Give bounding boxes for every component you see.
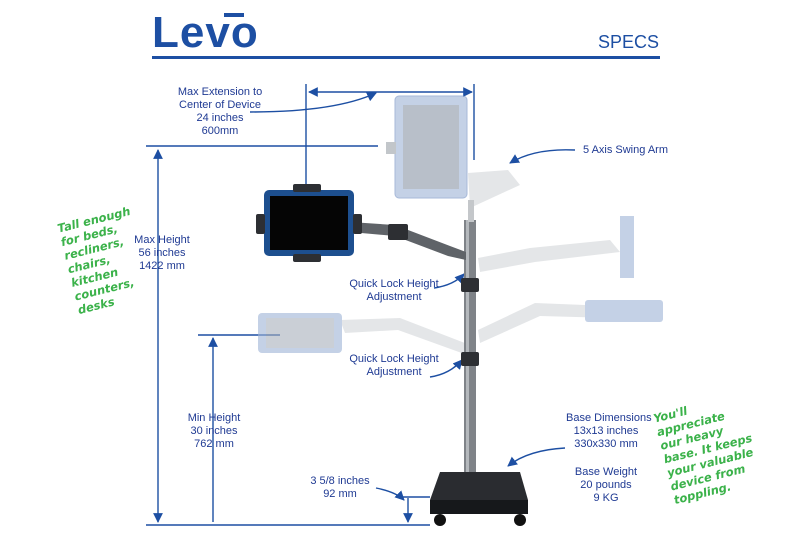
tablet-device	[256, 184, 362, 262]
max-extension-line-1: Max Extension to	[177, 86, 263, 98]
specs-heading: SPECS	[598, 32, 660, 52]
min-height-label: Min Height 30 inches 762 mm	[180, 412, 248, 451]
quick-lock-upper-line-1: Quick Lock Height	[349, 278, 439, 290]
header-rule	[152, 56, 660, 59]
base-dimensions-line-3: 330x330 mm	[574, 438, 638, 450]
swing-arm-label: 5 Axis Swing Arm	[583, 144, 668, 156]
base-clearance-line-2: 92 mm	[323, 488, 357, 500]
base-dimensions-line-2: 13x13 inches	[573, 425, 639, 437]
max-extension-line-3: 24 inches	[196, 112, 244, 124]
ghost-positions	[258, 95, 663, 356]
base-dimensions-label: Base Dimensions 13x13 inches 330x330 mm	[566, 412, 652, 451]
base-weight-line-1: Base Weight	[574, 466, 638, 478]
max-extension-line-4: 600mm	[201, 125, 239, 137]
base-weight-label: Base Weight 20 pounds 9 KG	[566, 466, 646, 505]
max-extension-line-2: Center of Device	[179, 99, 261, 111]
quick-lock-label-lower: Quick Lock Height Adjustment	[347, 353, 441, 379]
base-clearance-label: 3 5/8 inches 92 mm	[300, 475, 380, 501]
quick-lock-lower-line-2: Adjustment	[366, 366, 422, 378]
max-height-line-3: 1422 mm	[139, 260, 185, 272]
logo-macron	[224, 13, 244, 17]
min-height-line-1: Min Height	[187, 412, 241, 424]
max-height-label: Max Height 56 inches 1422 mm	[128, 234, 196, 273]
quick-lock-upper-line-2: Adjustment	[366, 291, 422, 303]
base-clearance-line-1: 3 5/8 inches	[310, 475, 370, 487]
max-height-line-1: Max Height	[134, 234, 190, 246]
max-height-line-2: 56 inches	[138, 247, 186, 259]
min-height-line-2: 30 inches	[190, 425, 238, 437]
base-dimensions-line-1: Base Dimensions	[566, 412, 652, 424]
base-weight-line-2: 20 pounds	[580, 479, 632, 491]
min-height-line-3: 762 mm	[194, 438, 234, 450]
quick-lock-lower-line-1: Quick Lock Height	[349, 353, 439, 365]
base-weight-line-3: 9 KG	[593, 492, 619, 504]
swing-arm	[350, 222, 466, 260]
weighted-base	[430, 472, 528, 526]
main-pole	[461, 200, 479, 478]
callout-arrows	[249, 92, 576, 501]
max-extension-label: Max Extension to Center of Device 24 inc…	[160, 86, 280, 138]
quick-lock-label-upper: Quick Lock Height Adjustment	[347, 278, 441, 304]
